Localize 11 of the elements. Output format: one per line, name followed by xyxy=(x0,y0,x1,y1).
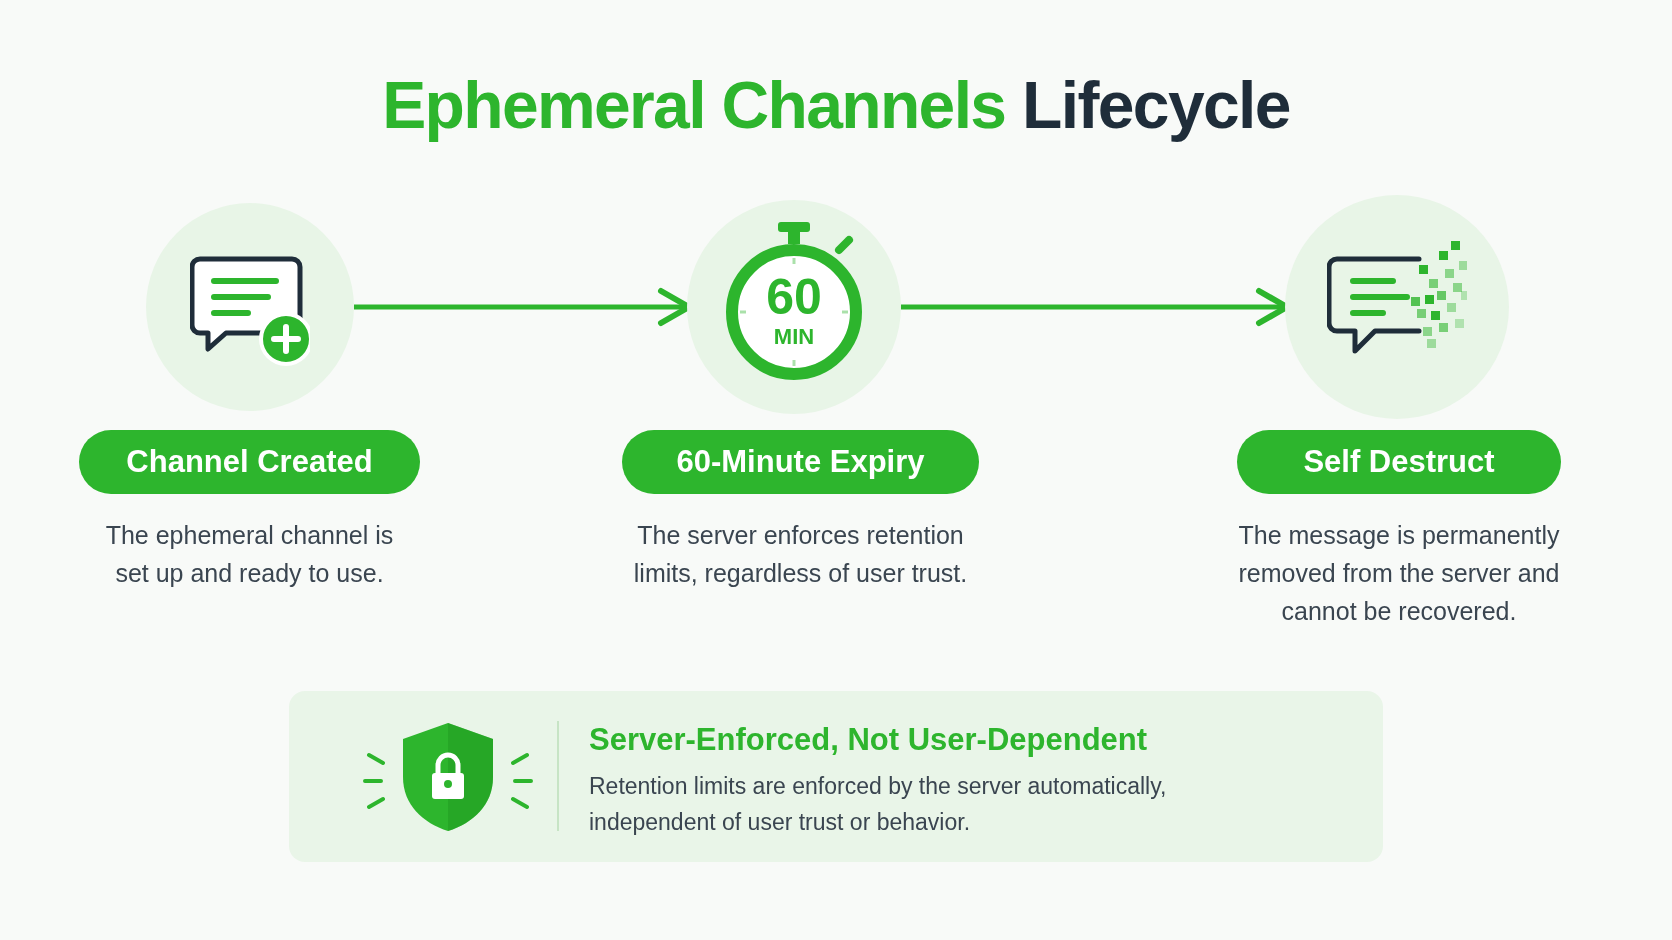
step-pill: Channel Created xyxy=(79,430,420,494)
step-pill: 60-Minute Expiry xyxy=(622,430,979,494)
timer-unit: MIN xyxy=(773,326,815,348)
step-description: The server enforces retention limits, regardless of user trust. xyxy=(632,520,969,589)
timer-number: 60 xyxy=(766,272,822,322)
step-description: The message is permanently removed from the server and cannot be recovered. xyxy=(1237,520,1561,627)
info-panel xyxy=(289,691,1383,862)
panel-heading: Server-Enforced, Not User-Dependent xyxy=(589,721,1149,759)
step-pill: Self Destruct xyxy=(1237,430,1561,494)
panel-body: Retention limits are enforced by the server automatically, independent of user trust or behavior. xyxy=(589,771,1168,837)
step-description: The ephemeral channel is set up and ready to use. xyxy=(104,520,395,589)
